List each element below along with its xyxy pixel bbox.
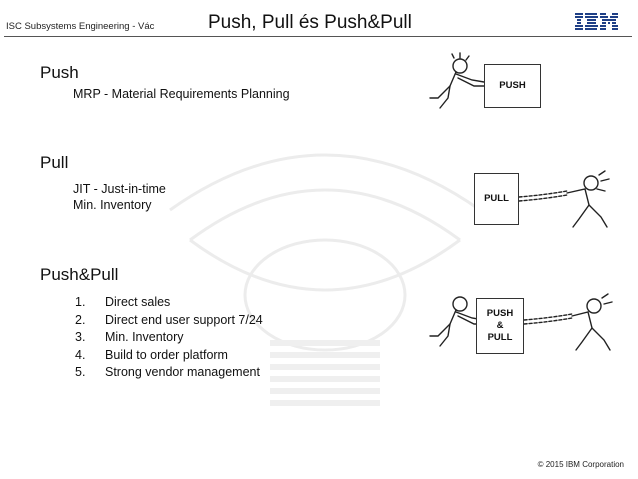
section-title-pull: Pull bbox=[40, 153, 69, 172]
pushpull-box-label-1: PUSH bbox=[486, 308, 514, 319]
push-figure: PUSH bbox=[428, 52, 553, 112]
pull-figure: PULL bbox=[474, 165, 614, 235]
section-title-push: Push bbox=[40, 63, 79, 82]
pull-box: PULL bbox=[474, 173, 519, 225]
list-item: 5.Strong vendor management bbox=[75, 365, 260, 379]
pulling-rope-figure-icon bbox=[524, 293, 613, 351]
header-divider bbox=[4, 36, 632, 37]
pushpull-list: 1.Direct sales 2.Direct end user support… bbox=[75, 294, 263, 382]
pushpull-box: PUSH & PULL bbox=[476, 298, 524, 354]
pull-item-2: Min. Inventory bbox=[73, 198, 152, 212]
pushing-figure-icon bbox=[429, 52, 485, 109]
pushpull-box-label-2: & bbox=[496, 320, 504, 331]
watermark-graphic bbox=[169, 153, 481, 406]
list-item: 2.Direct end user support 7/24 bbox=[75, 312, 263, 327]
push-box-label: PUSH bbox=[499, 80, 526, 91]
pushpull-box-label-3: PULL bbox=[487, 332, 513, 343]
section-title-pushpull: Push&Pull bbox=[40, 265, 119, 284]
list-item: 1.Direct sales bbox=[75, 295, 171, 309]
copyright-footer: © 2015 IBM Corporation bbox=[537, 460, 624, 469]
ibm-logo bbox=[575, 13, 618, 30]
page-title: Push, Pull és Push&Pull bbox=[208, 12, 412, 33]
header-left-text: ISC Subsystems Engineering - Vác bbox=[6, 21, 155, 32]
push-item: MRP - Material Requirements Planning bbox=[73, 87, 290, 101]
pull-item-1: JIT - Just-in-time bbox=[73, 182, 166, 196]
push-box: PUSH bbox=[484, 64, 541, 108]
pulling-rope-figure-icon bbox=[519, 170, 610, 228]
list-item: 4.Build to order platform bbox=[75, 347, 228, 362]
pushpull-figure: PUSH & PULL bbox=[428, 290, 618, 355]
pull-box-label: PULL bbox=[484, 193, 509, 204]
list-item: 3.Min. Inventory bbox=[75, 330, 184, 344]
